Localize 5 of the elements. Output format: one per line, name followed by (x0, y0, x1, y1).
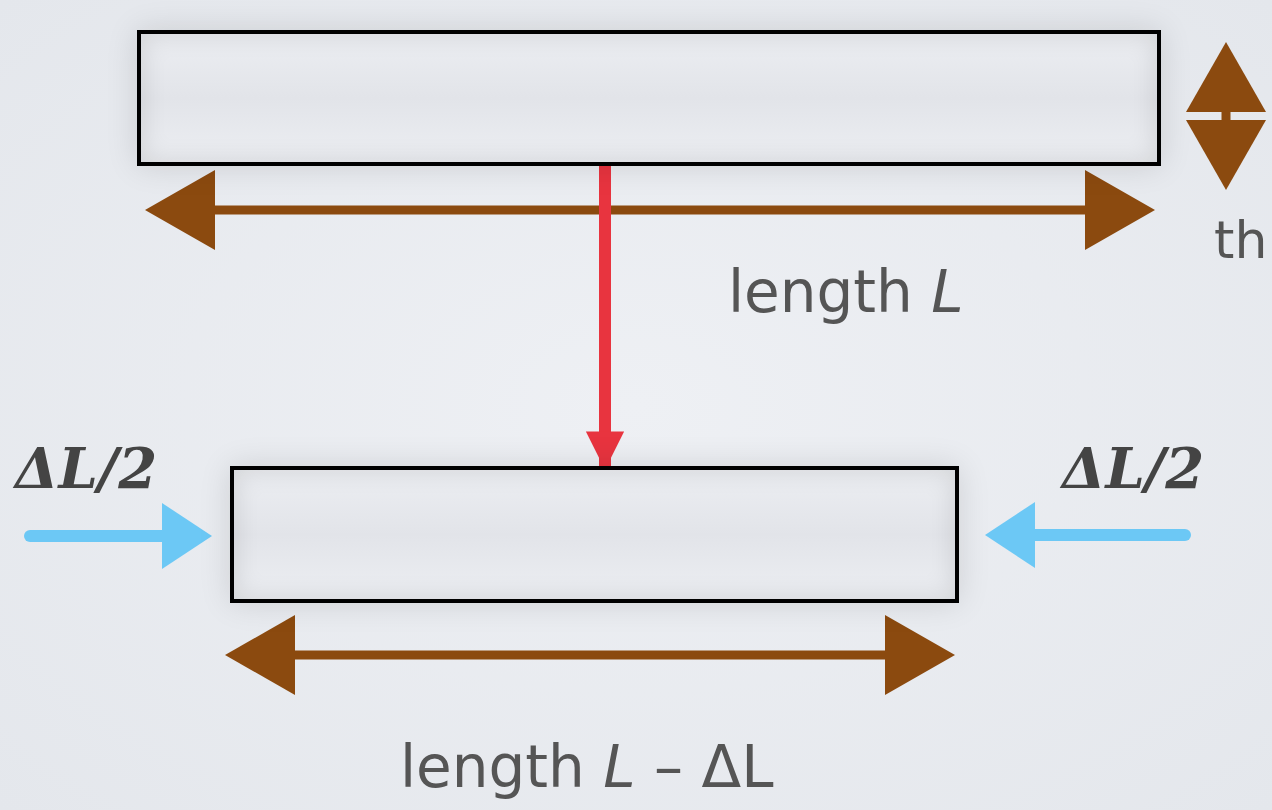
rectangular-bar (137, 30, 1161, 166)
force-label: ΔL/2 (1062, 440, 1205, 496)
rectangular-bar (230, 466, 959, 603)
cut-off-label: th (1214, 214, 1268, 266)
force-label: ΔL/2 (15, 440, 158, 496)
